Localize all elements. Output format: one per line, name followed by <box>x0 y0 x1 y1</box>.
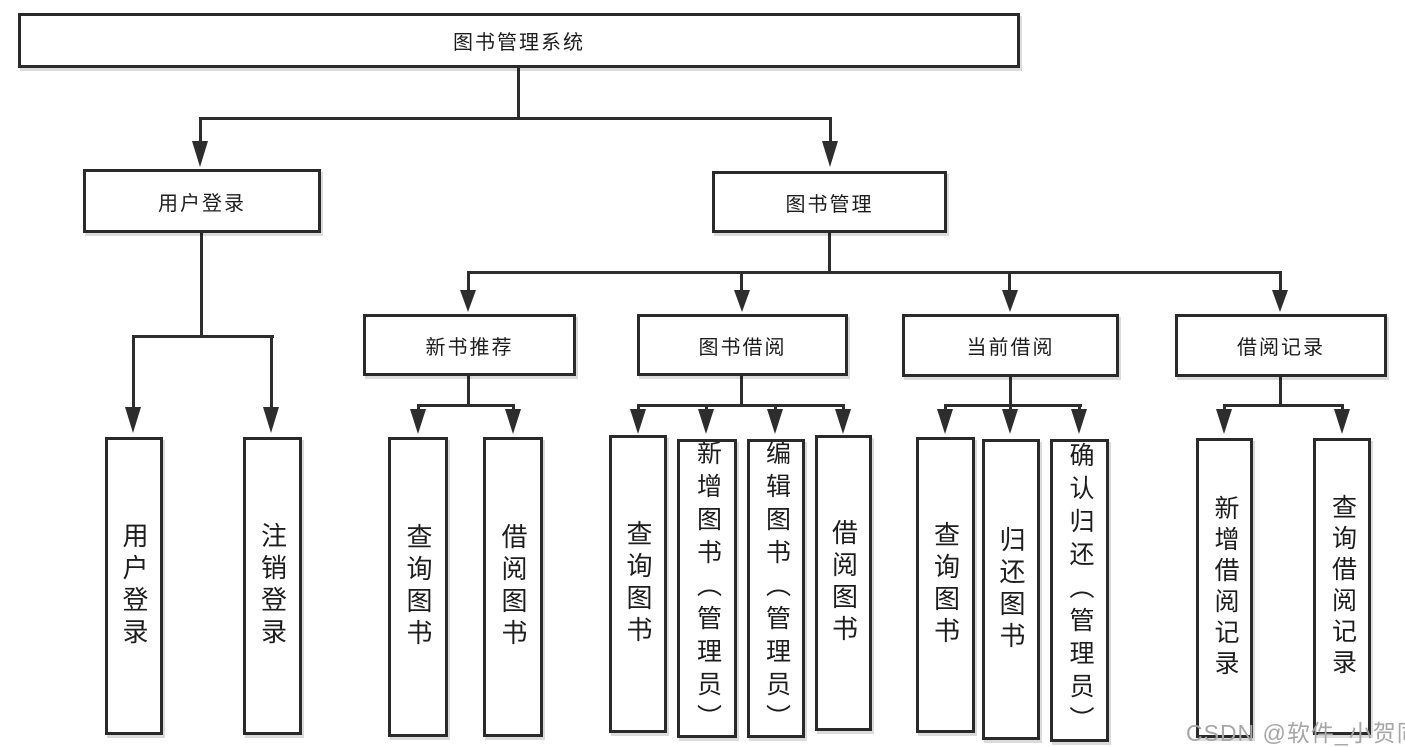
connector-book-management-stub <box>829 117 832 142</box>
connector-records-horizontal <box>1223 404 1344 407</box>
arrowhead-down-icon <box>1071 409 1087 434</box>
arrowhead-down-icon <box>505 409 521 434</box>
node-book-management: 图书管理 <box>712 171 947 233</box>
leaf-records-add-borrow-record: 新增借阅记录 <box>1196 438 1253 738</box>
arrowhead-down-icon <box>192 141 208 167</box>
connector-current-horizontal <box>944 404 1082 407</box>
arrowhead-down-icon <box>835 409 851 434</box>
arrowhead-down-icon <box>125 407 141 433</box>
connector-records-stub <box>1223 404 1226 411</box>
connector-newbooks-vertical <box>467 376 470 406</box>
leaf-newbooks-query-books: 查询图书 <box>388 437 448 737</box>
node-borrowing-records-label: 借阅记录 <box>1237 337 1325 359</box>
node-current-borrowing: 当前借阅 <box>902 314 1119 377</box>
connector-user-vertical <box>200 233 203 338</box>
connector-level3-stub <box>740 271 743 290</box>
leaf-current-query-books: 查询图书 <box>916 437 975 733</box>
connector-level3-stub <box>1279 271 1282 290</box>
leaf-label: 编辑图书（管理员） <box>762 440 791 737</box>
connector-records-vertical <box>1279 377 1282 406</box>
arrowhead-down-icon <box>767 409 783 434</box>
connector-borrowing-stub <box>774 404 777 411</box>
node-current-borrowing-label: 当前借阅 <box>966 337 1055 359</box>
connector-newbooks-stub <box>417 404 420 411</box>
leaf-label: 确认归还（管理员） <box>1066 442 1094 739</box>
connector-level2-horizontal <box>199 117 832 120</box>
leaf-label: 用户登录 <box>119 522 149 650</box>
leaf-label: 查询图书 <box>403 523 433 651</box>
connector-current-stub <box>1009 404 1012 411</box>
connector-level3-stub <box>467 271 470 290</box>
arrowhead-down-icon <box>1002 290 1018 312</box>
connector-newbooks-horizontal <box>417 404 515 407</box>
connector-bookmgmt-vertical <box>828 233 831 273</box>
connector-borrowing-vertical <box>740 376 743 406</box>
connector-borrowing-stub <box>705 404 708 411</box>
node-user-login-label: 用户登录 <box>158 192 246 215</box>
leaf-label: 新增借阅记录 <box>1211 495 1239 681</box>
leaf-label: 新增图书（管理员） <box>693 440 722 737</box>
arrowhead-down-icon <box>263 407 279 433</box>
arrowhead-down-icon <box>1216 409 1232 434</box>
connector-user-leaf-stub <box>132 335 135 409</box>
node-new-book-recommendation: 新书推荐 <box>363 314 576 376</box>
connector-newbooks-stub <box>512 404 515 411</box>
node-root: 图书管理系统 <box>18 13 1020 68</box>
leaf-label: 借阅图书 <box>828 519 859 647</box>
arrowhead-down-icon <box>734 290 750 312</box>
node-borrowing-records: 借阅记录 <box>1175 314 1387 377</box>
connector-records-stub <box>1341 404 1344 411</box>
leaf-newbooks-borrow-books: 借阅图书 <box>483 437 543 737</box>
connector-user-leaf-stub <box>270 335 273 409</box>
leaf-borrowing-query-books: 查询图书 <box>609 435 667 733</box>
connector-level3-horizontal <box>467 271 1282 274</box>
connector-current-stub <box>1078 404 1081 411</box>
node-new-book-recommendation-label: 新书推荐 <box>425 336 514 359</box>
connector-level3-stub <box>1008 271 1011 290</box>
leaf-records-query-borrow-record: 查询借阅记录 <box>1313 438 1371 735</box>
leaf-label: 查询借阅记录 <box>1328 493 1357 680</box>
leaf-label: 注销登录 <box>257 522 288 650</box>
node-book-management-label: 图书管理 <box>785 193 874 216</box>
node-book-borrowing-label: 图书借阅 <box>698 336 787 359</box>
arrowhead-down-icon <box>937 409 953 434</box>
connector-borrowing-horizontal <box>637 404 845 407</box>
leaf-user-login: 用户登录 <box>105 437 163 735</box>
node-user-login: 用户登录 <box>83 169 321 233</box>
leaf-label: 借阅图书 <box>498 523 528 651</box>
connector-current-vertical <box>1009 377 1012 406</box>
leaf-label: 查询图书 <box>930 521 961 649</box>
arrowhead-down-icon <box>410 409 426 434</box>
arrowhead-down-icon <box>698 409 714 434</box>
leaf-current-confirm-return-admin: 确认归还（管理员） <box>1050 439 1109 742</box>
watermark: CSDN @软件_小贺同学 <box>1186 720 1405 746</box>
arrowhead-down-icon <box>822 141 838 167</box>
node-root-label: 图书管理系统 <box>453 32 585 54</box>
connector-root-vertical <box>517 68 520 118</box>
leaf-borrowing-borrow-books: 借阅图书 <box>815 435 872 731</box>
connector-borrowing-stub <box>637 404 640 411</box>
leaf-current-return-books: 归还图书 <box>982 439 1040 740</box>
arrowhead-down-icon <box>1272 290 1288 312</box>
connector-current-stub <box>944 404 947 411</box>
arrowhead-down-icon <box>460 290 476 312</box>
connector-borrowing-stub <box>842 404 845 411</box>
node-book-borrowing: 图书借阅 <box>637 314 848 376</box>
arrowhead-down-icon <box>1334 409 1350 434</box>
leaf-label: 归还图书 <box>996 525 1026 654</box>
arrowhead-down-icon <box>1002 409 1018 434</box>
connector-user-horizontal <box>132 335 274 338</box>
arrowhead-down-icon <box>630 409 646 434</box>
connector-user-login-stub <box>199 117 202 142</box>
leaf-borrowing-edit-books-admin: 编辑图书（管理员） <box>747 439 805 738</box>
leaf-label: 查询图书 <box>623 520 653 648</box>
leaf-logout: 注销登录 <box>243 437 302 735</box>
leaf-borrowing-add-books-admin: 新增图书（管理员） <box>677 439 737 738</box>
